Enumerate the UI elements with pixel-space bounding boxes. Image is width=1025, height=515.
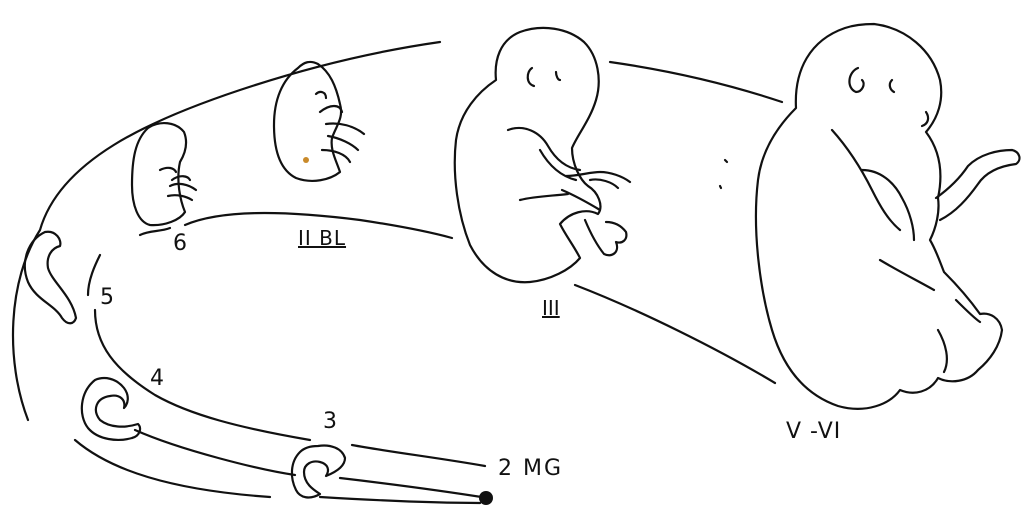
tail-line-2: [340, 478, 488, 498]
label-stage-5-6: V -VI: [786, 419, 841, 444]
embryo-5-6-ear: [849, 68, 863, 92]
embryo-3-eye: [556, 72, 560, 80]
embryo-3-ear: [528, 68, 534, 86]
embryo-stage-3: [292, 446, 345, 498]
inner-curve-to-vvi: [575, 285, 775, 383]
outer-arc-top: [610, 62, 782, 102]
embryo-5-6-legs: [880, 260, 980, 372]
embryo-3-hands: [585, 220, 626, 255]
bottom-line: [320, 497, 480, 503]
label-2bl: II BL: [298, 226, 346, 250]
embryo-stage-3-large: [455, 28, 601, 282]
label-2mg: 2 MG: [498, 456, 563, 481]
label-stage-4: 4: [150, 366, 164, 391]
embryo-5-6-cord: [936, 150, 1019, 220]
mark-1: [725, 160, 727, 162]
inner-spiral-arc: [88, 255, 310, 440]
speck: [303, 157, 309, 163]
embryo-stage-2bl: [274, 62, 341, 181]
label-stage-3: 3: [323, 409, 337, 434]
tail-line: [135, 430, 295, 475]
embryo-stage-5-6: [756, 24, 1002, 409]
embryo-stage-4: [82, 378, 140, 440]
outer-spiral-arc: [13, 42, 440, 420]
label-stage-5: 5: [100, 285, 114, 310]
embryo-5-6-arm: [832, 130, 914, 240]
label-stage-3-roman: III: [542, 296, 560, 320]
lower-outer-arc: [75, 440, 270, 497]
embryo-3-arms: [508, 128, 630, 210]
origin-dot: [479, 491, 493, 505]
mark-2: [720, 186, 721, 188]
label-stage-6: 6: [173, 231, 187, 256]
inner-line-3: [352, 445, 485, 466]
embryo-5-6-nose: [922, 112, 928, 126]
embryo-5-6-eye: [890, 80, 894, 92]
embryo-stage-6: [132, 123, 186, 225]
inner-line-5to6: [140, 228, 170, 235]
